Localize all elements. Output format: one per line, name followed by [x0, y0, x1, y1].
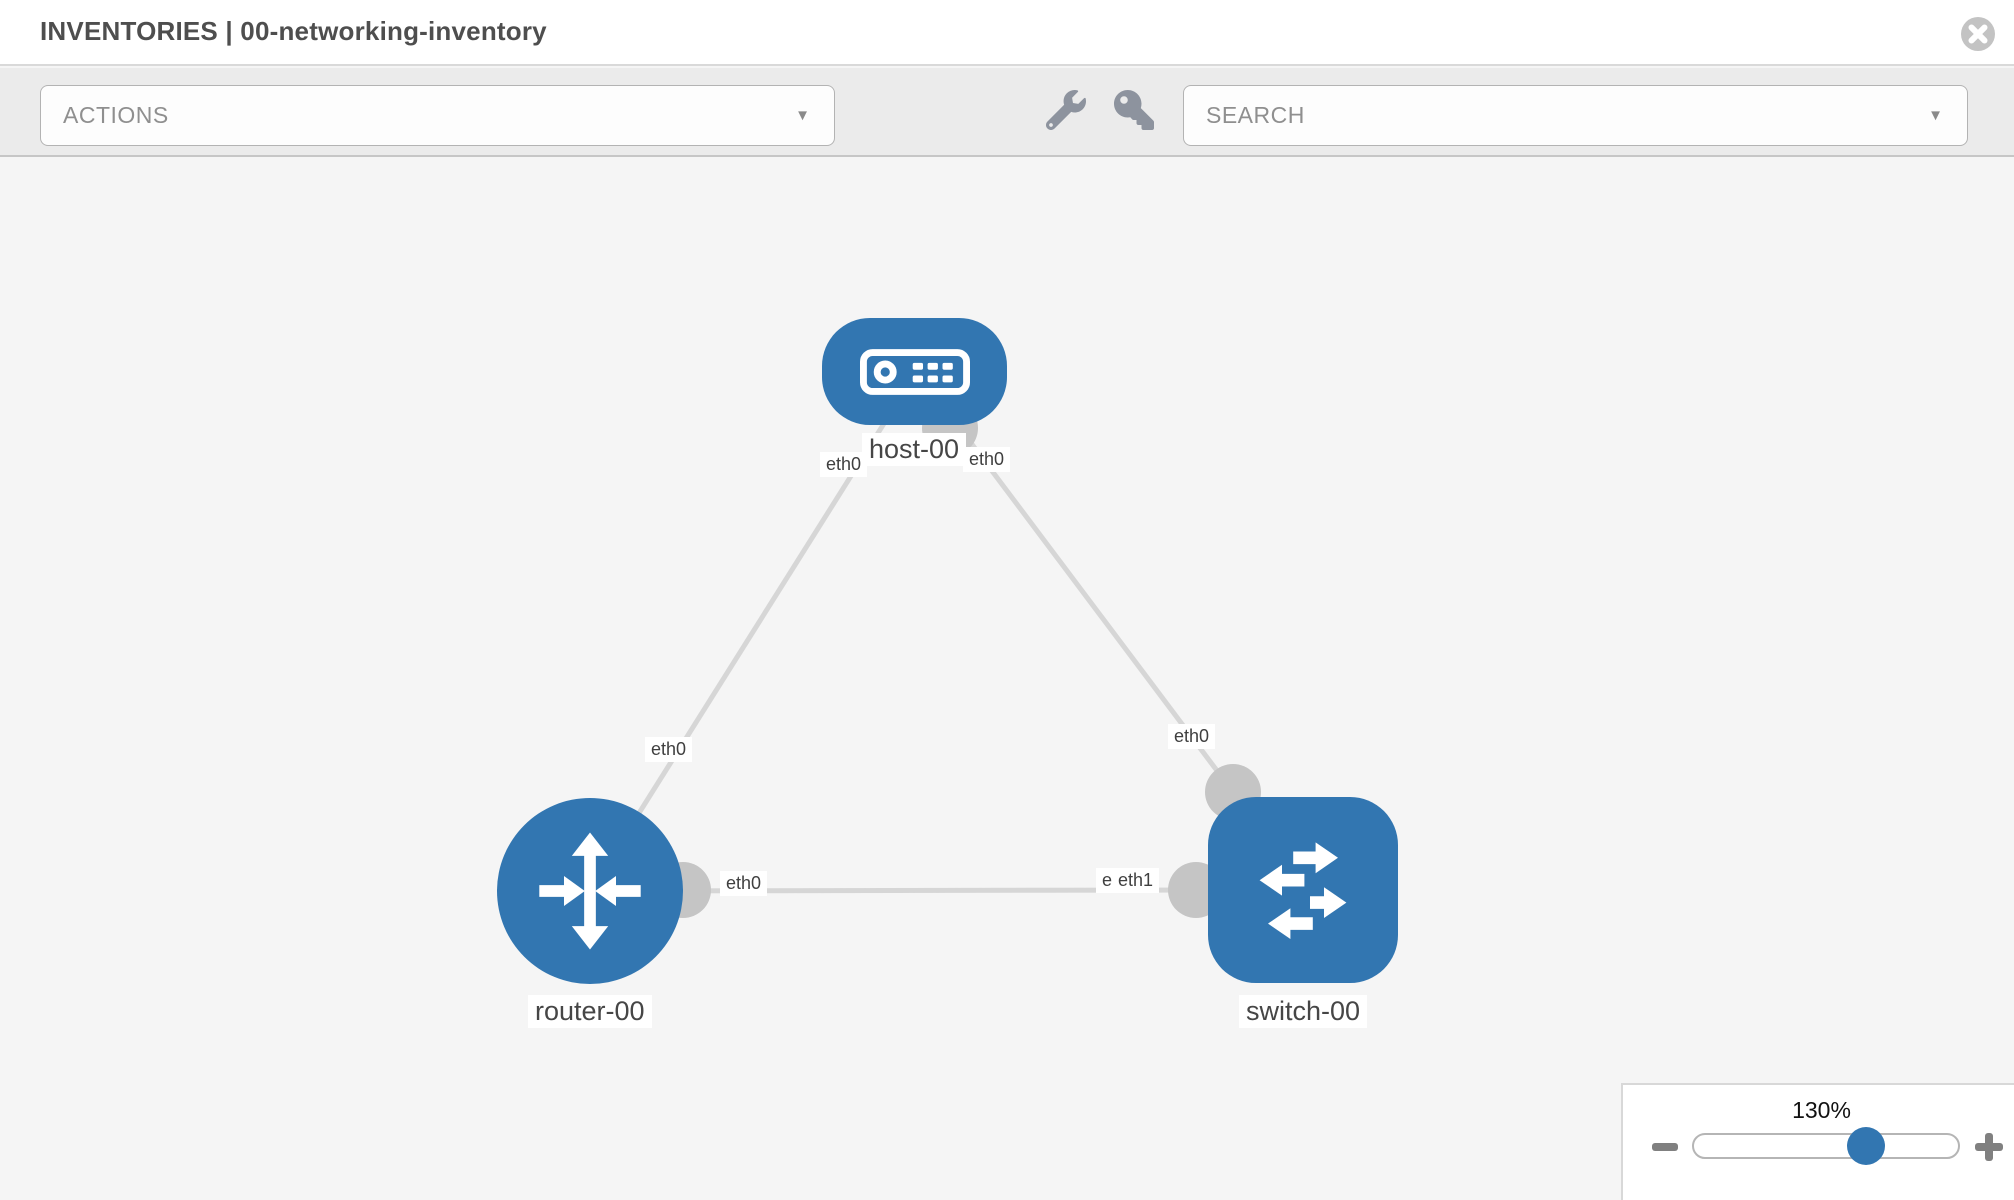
- interface-label: eth0: [720, 871, 768, 896]
- zoom-out-button[interactable]: [1649, 1129, 1685, 1165]
- credentials-button[interactable]: [1114, 90, 1158, 134]
- wrench-icon: [1045, 89, 1086, 131]
- links-layer: [587, 369, 1235, 894]
- interface-label: eth0: [645, 737, 693, 762]
- toolbar: ACTIONS ▼ SEARCH ▼: [0, 68, 2014, 157]
- host-icon: [859, 348, 970, 395]
- interface-label: eth1: [1112, 868, 1160, 893]
- interface-label: eth0: [963, 447, 1011, 472]
- zoom-slider-thumb[interactable]: [1847, 1127, 1885, 1165]
- zoom-level: 130%: [1792, 1097, 1851, 1123]
- key-icon: [1114, 90, 1154, 130]
- interface-label: eth0: [820, 452, 868, 477]
- zoom-panel: 130%: [1621, 1083, 2014, 1200]
- zoom-in-button[interactable]: [1967, 1125, 2011, 1169]
- interface-label: eth0: [1168, 724, 1216, 749]
- chevron-down-icon: ▼: [1928, 107, 1943, 124]
- close-button[interactable]: [1960, 16, 1996, 52]
- minus-icon: [1652, 1143, 1678, 1151]
- page-title: INVENTORIES | 00-networking-inventory: [40, 16, 547, 46]
- actions-dropdown-label: ACTIONS: [63, 102, 169, 128]
- node-label-host: host-00: [862, 433, 967, 466]
- node-label-switch: switch-00: [1239, 995, 1368, 1028]
- node-host[interactable]: [822, 318, 1007, 425]
- plus-icon: [1975, 1133, 2003, 1161]
- search-dropdown-label: SEARCH: [1206, 102, 1305, 128]
- zoom-slider-track[interactable]: [1692, 1133, 1960, 1159]
- switch-icon: [1259, 842, 1347, 939]
- chevron-down-icon: ▼: [795, 107, 810, 124]
- search-dropdown[interactable]: SEARCH ▼: [1183, 85, 1968, 146]
- node-label-router: router-00: [528, 995, 652, 1028]
- router-icon: [539, 832, 641, 950]
- node-router[interactable]: [497, 798, 683, 984]
- actions-dropdown[interactable]: ACTIONS ▼: [40, 85, 835, 146]
- tools-button[interactable]: [1045, 89, 1090, 134]
- close-icon: [1961, 17, 1995, 51]
- topology-canvas[interactable]: host-00 router-00 switch-00 eth0 eth0 et…: [0, 157, 2014, 1200]
- node-switch[interactable]: [1208, 797, 1398, 983]
- page-header: INVENTORIES | 00-networking-inventory: [0, 0, 2014, 66]
